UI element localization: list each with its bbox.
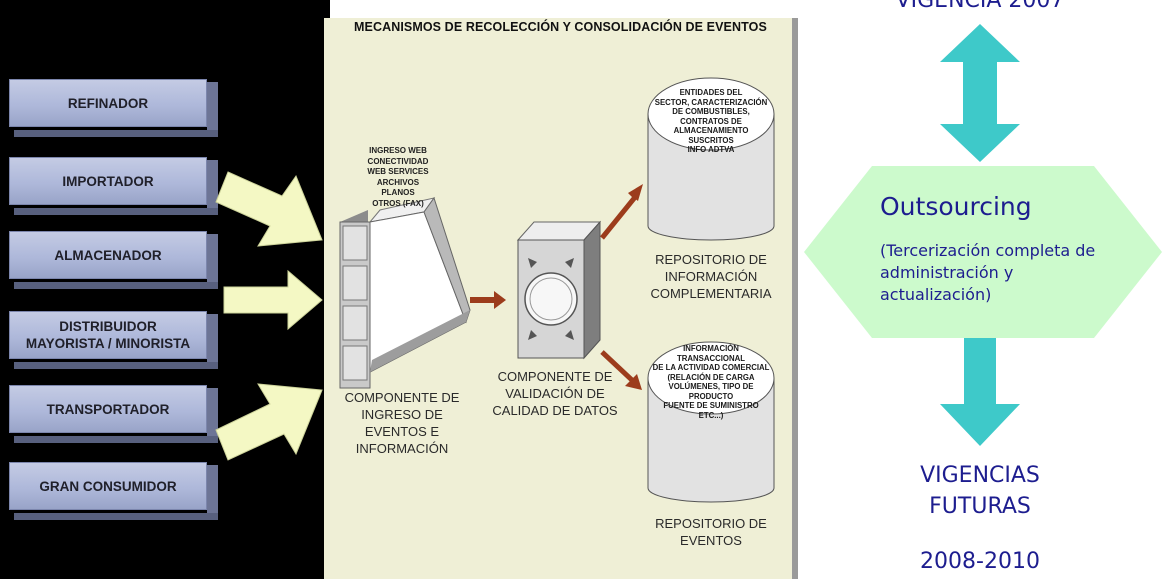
flow-arrow [600, 184, 643, 240]
box-shadow [207, 82, 218, 130]
note-line: INFO ADTVA [687, 145, 735, 154]
actor-refinador: REFINADOR [9, 79, 207, 127]
box-shadow [207, 314, 218, 362]
teal-double-arrow [940, 24, 1020, 162]
complementary-repo-icon [647, 77, 775, 241]
note-line: DE COMBUSTIBLES, [672, 107, 750, 116]
caption-line: INGRESO DE [361, 407, 443, 422]
validation-component-caption: COMPONENTE DE VALIDACIÓN DE CALIDAD DE D… [490, 368, 620, 419]
validation-component-icon [516, 220, 602, 360]
future-label: VIGENCIAS FUTURAS [880, 460, 1080, 522]
box-shadow [14, 282, 218, 289]
actor-label: TRANSPORTADOR [46, 401, 170, 417]
channel-item: WEB SERVICES [367, 167, 429, 176]
caption-line: REPOSITORIO DE [655, 516, 767, 531]
caption-line: COMPONENTE DE [497, 369, 613, 384]
note-line: DE LA ACTIVIDAD COMERCIAL [652, 363, 770, 372]
actor-label: ALMACENADOR [54, 247, 162, 263]
outsourcing-hexagon [804, 166, 1162, 338]
actor-almacenador: ALMACENADOR [9, 231, 207, 279]
note-line: ALMACENAMIENTO SUSCRITOS [673, 126, 749, 145]
note-line: ETC...) [698, 410, 724, 420]
caption-line: EVENTOS E [364, 424, 440, 439]
actor-label: REFINADOR [67, 95, 149, 111]
input-arrow [215, 383, 323, 461]
box-shadow [14, 208, 218, 215]
outsourcing-title: Outsourcing [880, 192, 1032, 221]
note-line: INFORMACIÓN [683, 344, 739, 353]
box-shadow [207, 234, 218, 282]
box-shadow [207, 388, 218, 436]
actor-importador: IMPORTADOR [9, 157, 207, 205]
process-title: MECANISMOS DE RECOLECCIÓN Y CONSOLIDACIÓ… [354, 20, 767, 34]
events-repo-icon [647, 341, 775, 503]
complementary-repo-note: ENTIDADES DEL SECTOR, CARACTERIZACIÓN DE… [652, 88, 770, 155]
actor-gran-consumidor: GRAN CONSUMIDOR [9, 462, 207, 510]
actor-transportador: TRANSPORTADOR [9, 385, 207, 433]
caption-line: EVENTOS [680, 533, 742, 548]
top-label: VIGENCIA 2007 [895, 0, 1065, 13]
actor-label-line: MAYORISTA / MINORISTA [25, 336, 191, 351]
complementary-repo-caption: REPOSITORIO DE INFORMACIÓN COMPLEMENTARI… [644, 251, 778, 302]
input-arrow [223, 269, 323, 331]
channel-item: OTROS (FAX) [372, 198, 424, 208]
caption-line: REPOSITORIO DE [655, 252, 767, 267]
ingress-component-icon [339, 196, 471, 389]
flow-arrow [470, 291, 506, 309]
caption-line: COMPLEMENTARIA [650, 286, 772, 301]
future-label-line: VIGENCIAS [920, 463, 1040, 488]
box-shadow [14, 513, 218, 520]
channel-item: INGRESO WEB [369, 146, 427, 155]
note-line: ENTIDADES DEL [679, 88, 743, 97]
teal-down-arrow [940, 338, 1020, 446]
note-line: FUENTE DE SUMINISTRO [663, 401, 759, 410]
caption-line: INFORMACIÓN [664, 269, 758, 284]
ingress-channels: INGRESO WEB CONECTIVIDAD WEB SERVICES AR… [362, 146, 434, 209]
events-repo-note: INFORMACIÓN TRANSACCIONAL DE LA ACTIVIDA… [650, 344, 772, 420]
box-shadow [14, 436, 218, 443]
input-arrow [215, 171, 323, 247]
actor-label: IMPORTADOR [62, 173, 154, 189]
years-label: 2008-2010 [920, 549, 1040, 574]
actor-label-line: DISTRIBUIDOR [59, 319, 157, 334]
outsourcing-description: (Tercerización completa de administració… [880, 240, 1162, 306]
caption-line: VALIDACIÓN DE [505, 386, 605, 401]
panel-edge [792, 18, 798, 579]
caption-line: CALIDAD DE DATOS [492, 403, 618, 418]
box-shadow [14, 130, 218, 137]
box-shadow [207, 465, 218, 513]
future-label-line: FUTURAS [929, 494, 1031, 519]
actor-label: DISTRIBUIDOR MAYORISTA / MINORISTA [26, 318, 190, 352]
flow-arrow [600, 350, 642, 390]
caption-line: COMPONENTE DE [344, 390, 460, 405]
description-line: actualización) [880, 285, 992, 304]
box-shadow [207, 160, 218, 208]
channel-item: ARCHIVOS PLANOS [376, 177, 420, 198]
actor-distribuidor: DISTRIBUIDOR MAYORISTA / MINORISTA [9, 311, 207, 359]
actor-label: GRAN CONSUMIDOR [39, 478, 177, 494]
caption-line: INFORMACIÓN [355, 441, 449, 456]
note-line: CONTRATOS DE [680, 116, 742, 126]
note-line: (RELACIÓN DE CARGA [667, 372, 755, 382]
note-line: VOLÚMENES, TIPO DE PRODUCTO [668, 382, 754, 401]
note-line: SECTOR, CARACTERIZACIÓN [654, 97, 768, 107]
ingress-component-caption: COMPONENTE DE INGRESO DE EVENTOS E INFOR… [336, 389, 468, 457]
channel-item: CONECTIVIDAD [367, 156, 429, 166]
description-line: (Tercerización completa de [880, 241, 1096, 260]
events-repo-caption: REPOSITORIO DE EVENTOS [644, 515, 778, 549]
note-line: TRANSACCIONAL [676, 353, 745, 363]
box-shadow [14, 362, 218, 369]
description-line: administración y [880, 263, 1014, 282]
